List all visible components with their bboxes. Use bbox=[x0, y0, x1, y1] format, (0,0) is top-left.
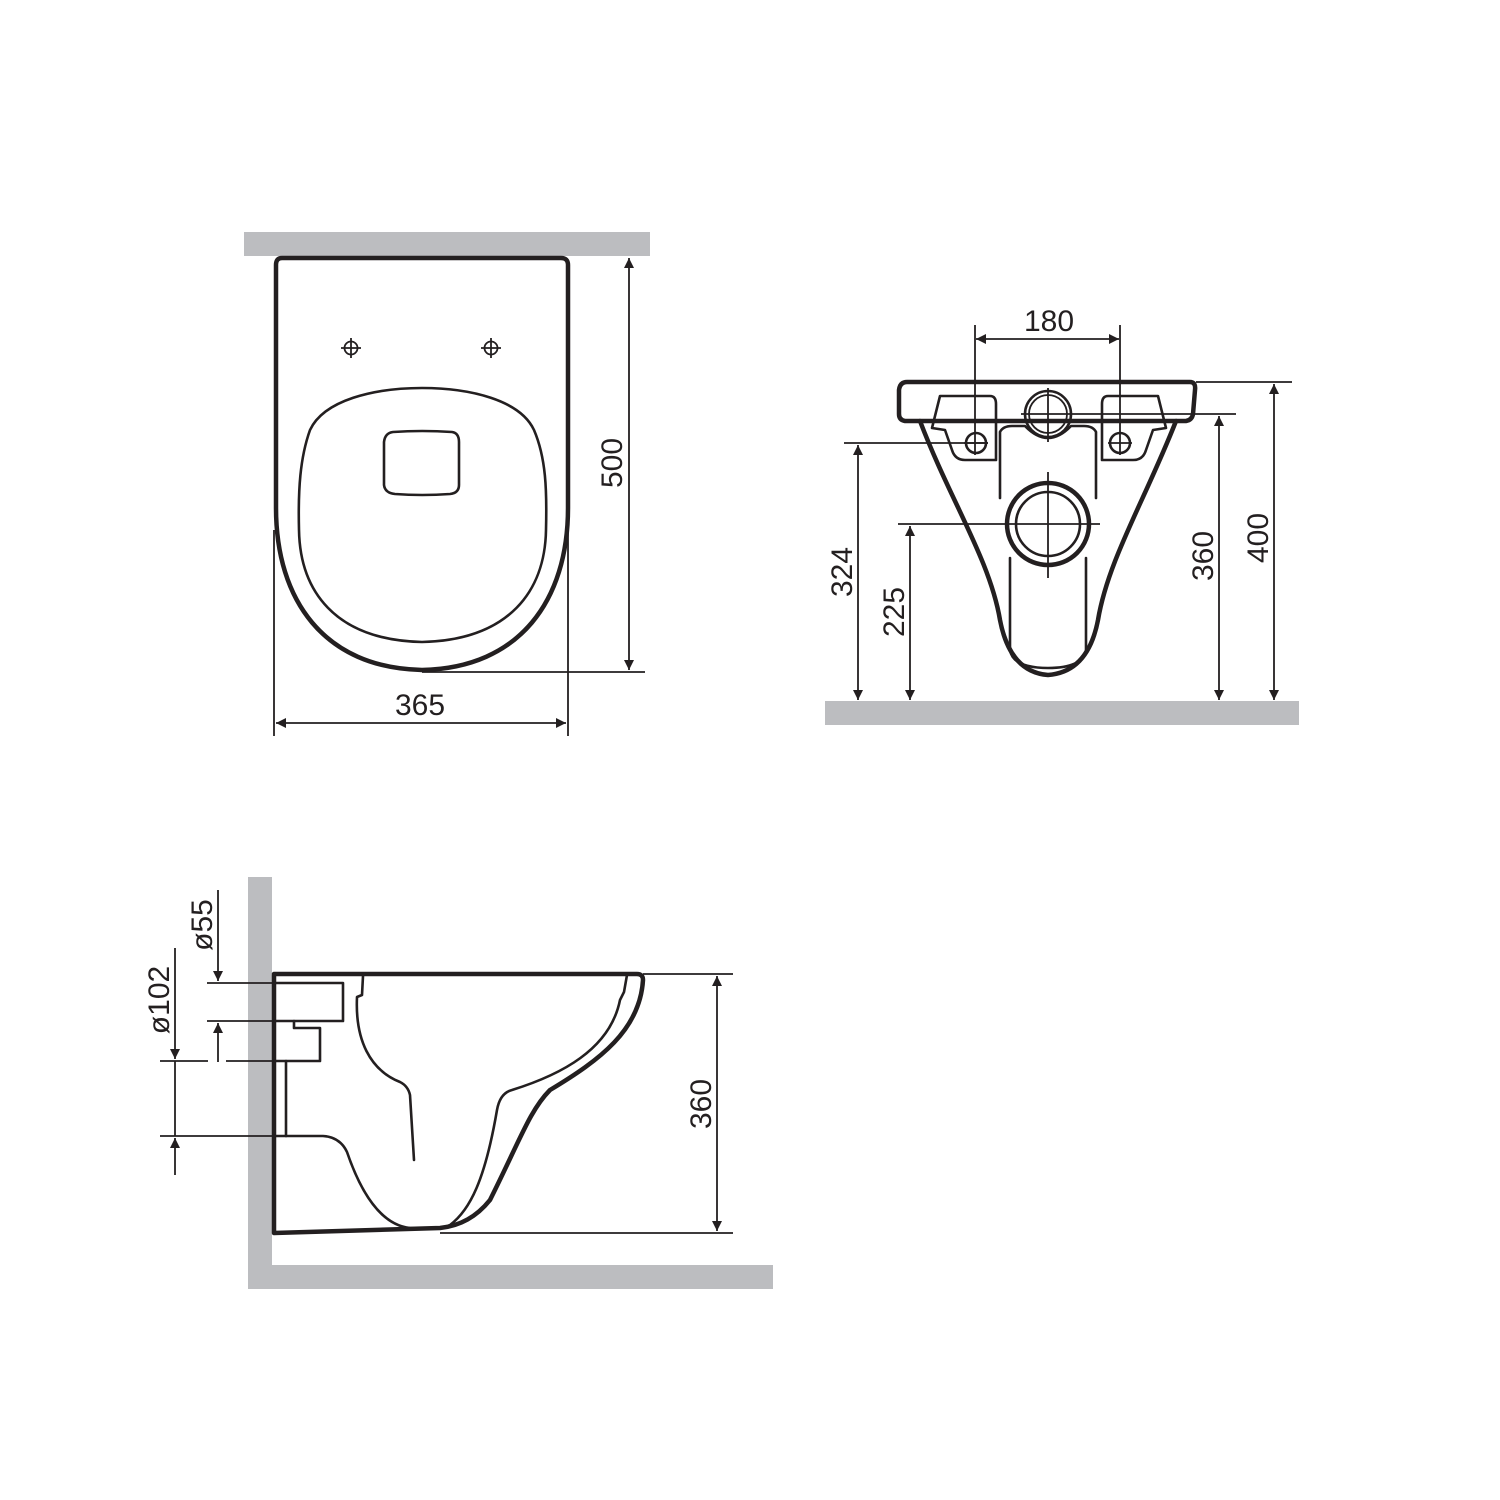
body-outline bbox=[917, 418, 1179, 678]
width-label: 365 bbox=[395, 689, 445, 722]
wall-side bbox=[248, 877, 272, 1289]
left-lug bbox=[930, 394, 998, 462]
outlet-block bbox=[272, 1019, 322, 1063]
fixing-height-label: 324 bbox=[826, 547, 859, 597]
floor-side bbox=[248, 1265, 773, 1289]
side-outline bbox=[271, 971, 646, 1236]
total-height-label: 400 bbox=[1242, 513, 1275, 563]
outer-trap bbox=[272, 973, 629, 1230]
seat-outline bbox=[297, 386, 548, 644]
fixing-hole-right-icon bbox=[481, 338, 501, 358]
right-lug bbox=[1100, 394, 1168, 462]
floor-front bbox=[825, 701, 1299, 725]
outlet-diameter-label: ø102 bbox=[143, 966, 176, 1034]
inlet-height-label: 360 bbox=[1187, 531, 1220, 581]
inlet-diameter-label: ø55 bbox=[186, 899, 219, 951]
rim-outline bbox=[896, 379, 1198, 424]
top-view: 365 500 bbox=[244, 232, 650, 736]
lower-column bbox=[1008, 556, 1088, 670]
fixing-hole-left-icon bbox=[341, 338, 361, 358]
flush-cover bbox=[382, 429, 461, 497]
fixing-spacing-label: 180 bbox=[1024, 305, 1074, 338]
bowl-outline bbox=[273, 255, 571, 673]
wall-top bbox=[244, 232, 650, 256]
inlet-block bbox=[272, 981, 345, 1023]
rim-height-label: 360 bbox=[685, 1079, 718, 1129]
front-view: 180 324 225 360 400 bbox=[825, 305, 1299, 725]
side-view: ø55 ø102 360 bbox=[143, 877, 773, 1289]
inner-bowl bbox=[355, 974, 416, 1162]
outlet-height-label: 225 bbox=[878, 587, 911, 637]
length-label: 500 bbox=[596, 438, 629, 488]
